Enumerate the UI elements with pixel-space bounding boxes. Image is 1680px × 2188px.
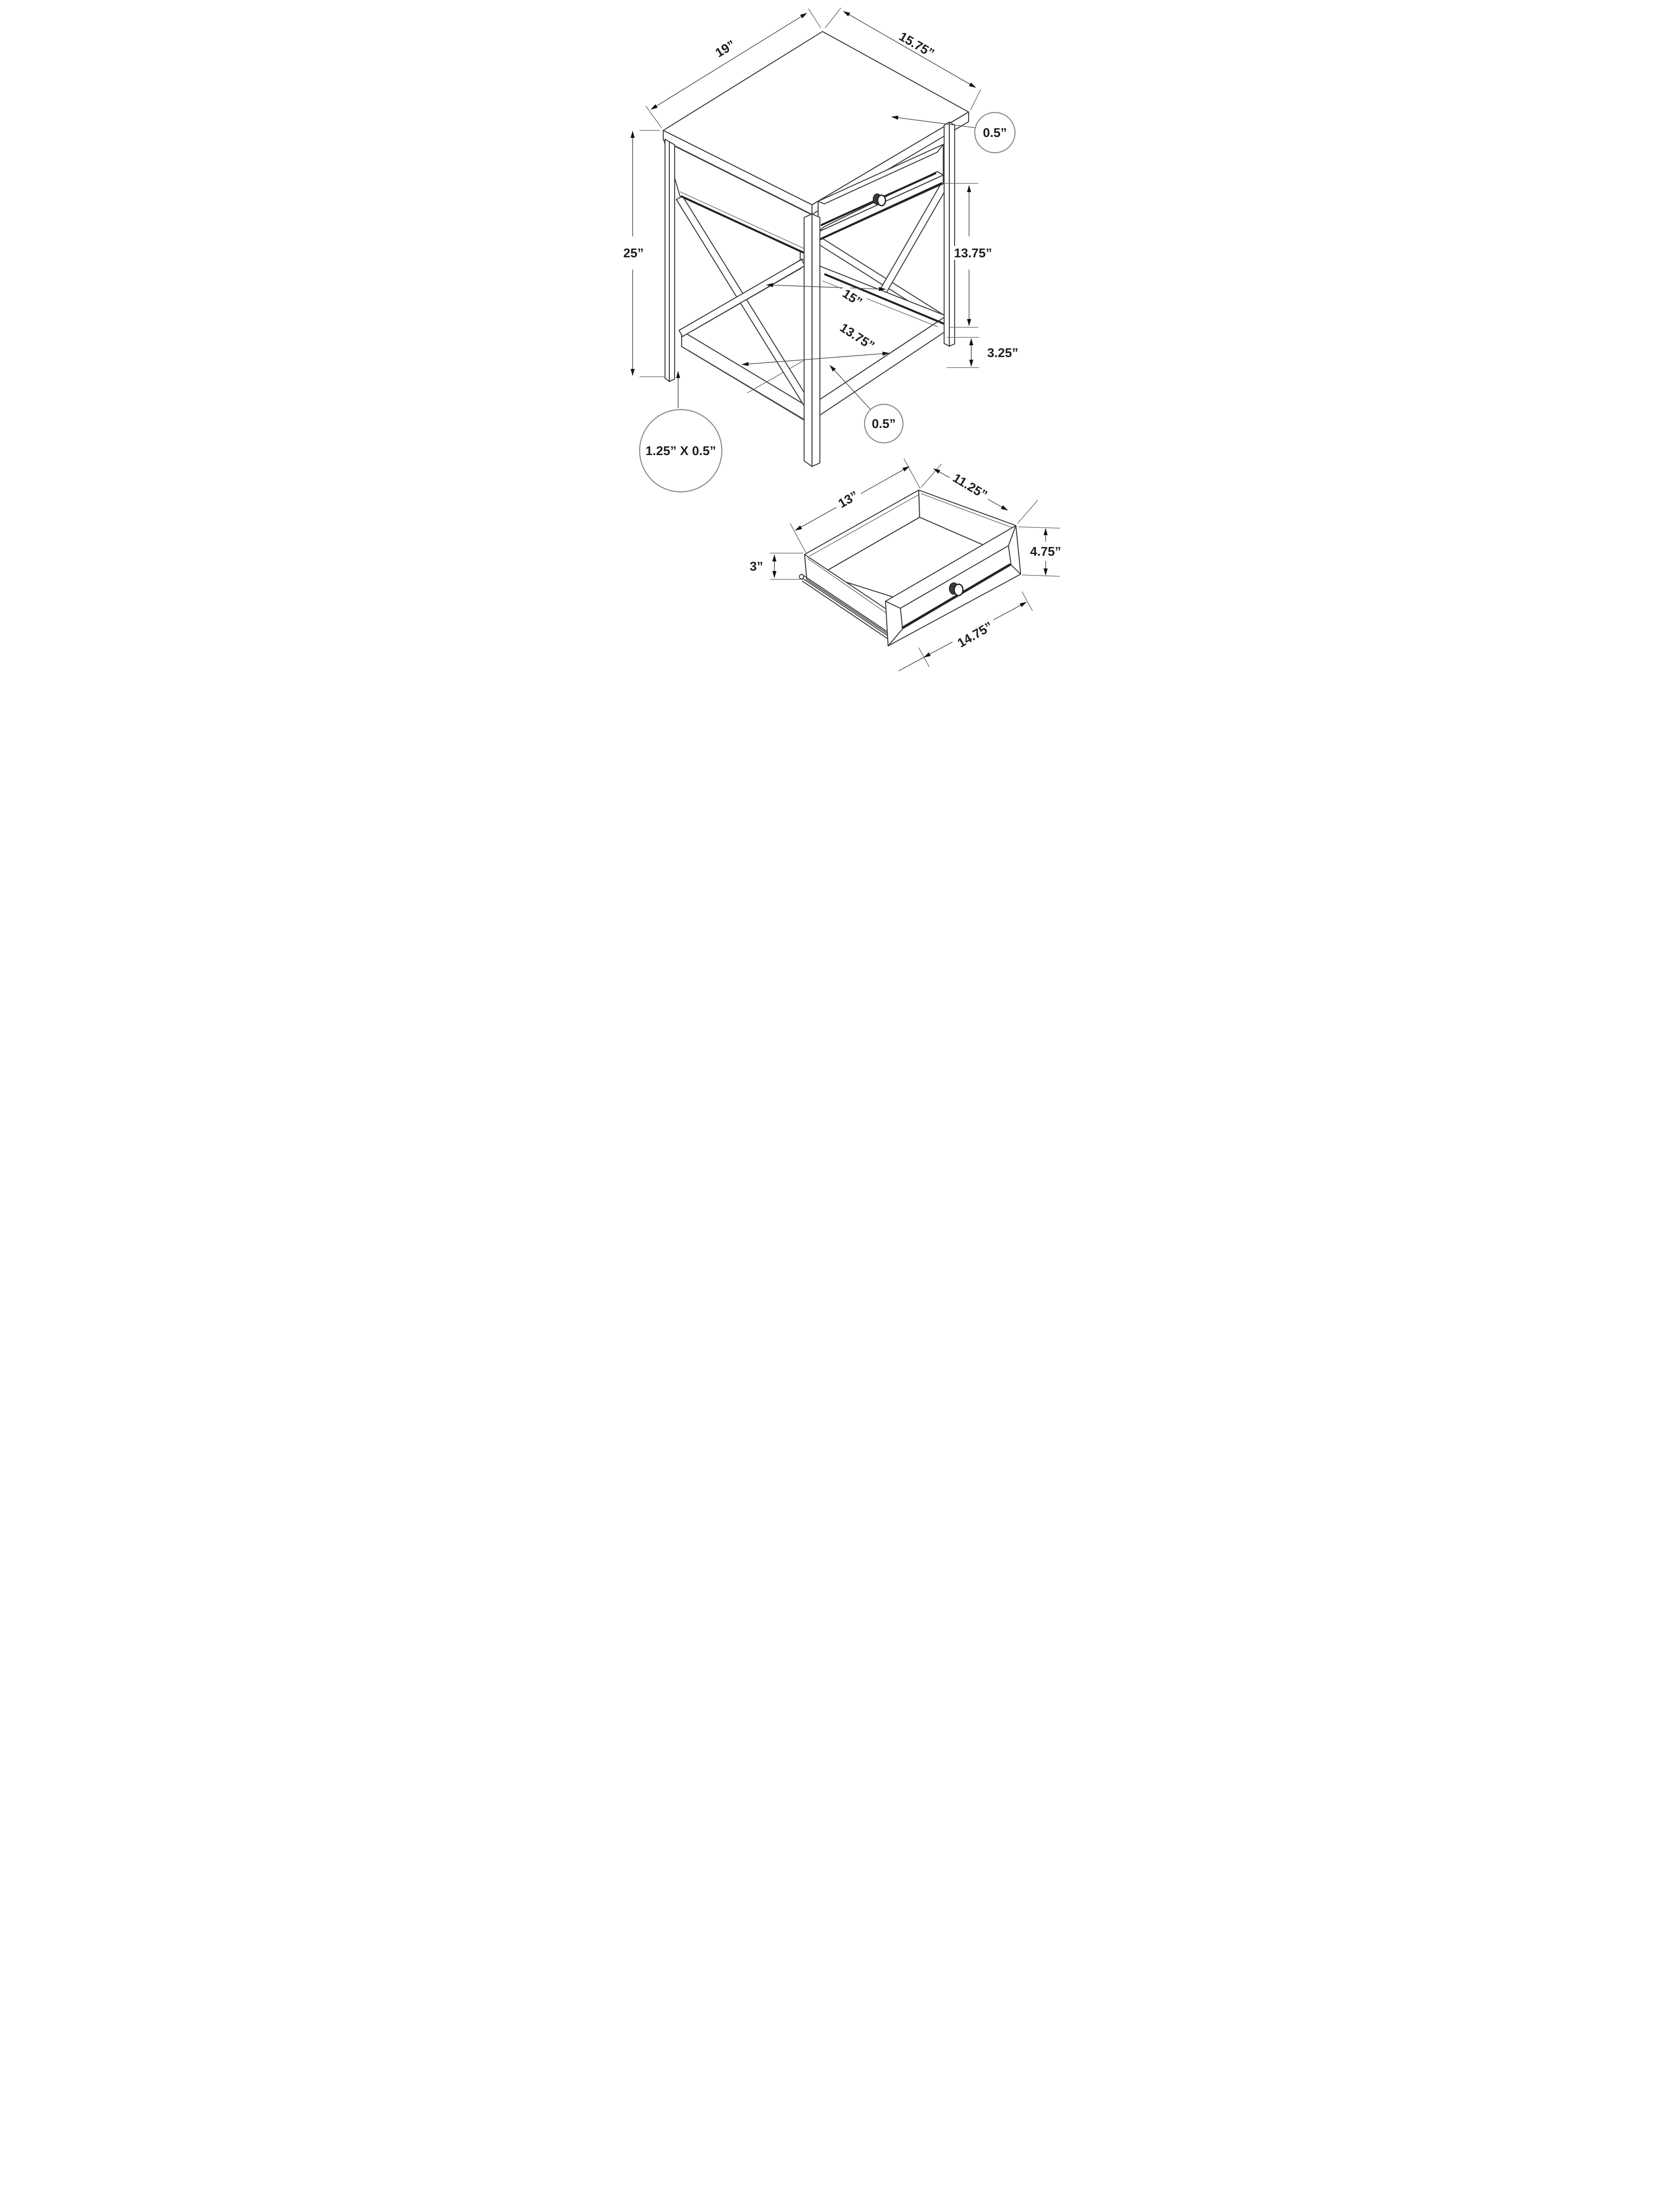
dim-front-height: 4.75”	[1018, 526, 1061, 577]
dim-front-height-label: 4.75”	[1030, 545, 1061, 559]
dim-side-height: 3”	[750, 553, 804, 580]
dim-leg-section-label: 1.25” X 0.5”	[645, 444, 716, 458]
dim-inside-width-label: 11.25”	[950, 471, 990, 502]
drawer-slide-rail	[799, 573, 894, 641]
dim-inside-depth: 13”	[790, 458, 920, 553]
drawer-drawing: 13” 11.25” 3” 4.75”	[750, 458, 1061, 671]
dim-drawer-to-shelf-label: 13.75”	[954, 246, 992, 260]
dim-overall-height-label: 25”	[623, 246, 644, 260]
dim-drawer-to-shelf: 13.75”	[945, 183, 995, 328]
dim-shelf-frame-height: 3.25”	[947, 337, 1018, 368]
table-drawing: 19” 15.75” 0.5” 25” 13.	[623, 7, 1018, 493]
drawer-front	[817, 144, 944, 233]
dim-top-width-label: 15.75”	[896, 29, 936, 60]
dim-overall-height: 25”	[623, 130, 665, 377]
dim-shelf-frame-height-label: 3.25”	[987, 346, 1018, 360]
dim-leg-section: 1.25” X 0.5”	[639, 371, 723, 493]
front-left-leg	[664, 138, 676, 382]
dim-front-width-label: 14.75”	[955, 619, 995, 650]
dim-side-height-label: 3”	[750, 560, 763, 574]
dim-top-thickness: 0.5”	[891, 112, 1016, 154]
assembly-diagram: 19” 15.75” 0.5” 25” 13.	[616, 0, 1064, 683]
drawer-view-knob	[949, 582, 964, 596]
drawer-front-panel	[885, 525, 1022, 647]
dim-shelf-thickness: 0.5”	[830, 365, 904, 444]
dim-top-thickness-label: 0.5”	[983, 126, 1007, 140]
right-leg	[943, 121, 956, 347]
dim-shelf-thickness-label: 0.5”	[872, 417, 896, 431]
diagram-page: 19” 15.75” 0.5” 25” 13.	[616, 0, 1064, 683]
front-leg	[803, 213, 821, 467]
drawer-knob	[873, 193, 886, 207]
